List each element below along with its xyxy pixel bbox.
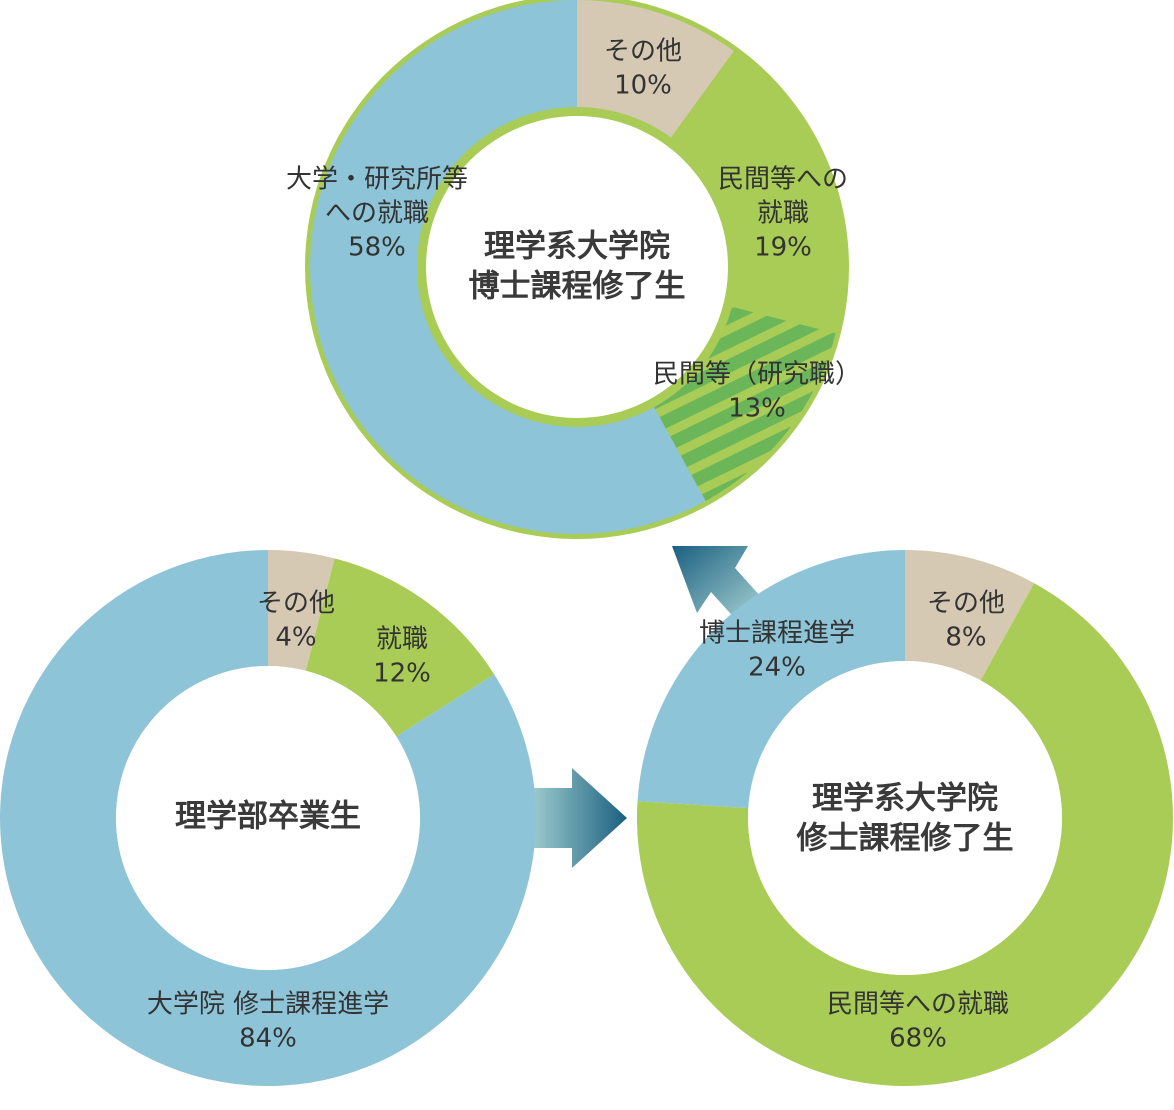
slice-label: その他: [257, 589, 335, 619]
slice-label: 8%: [945, 623, 986, 653]
arrow-up-left-icon: [672, 546, 762, 622]
slice-1: [905, 550, 1035, 681]
slice-label: 民間等（研究職）: [653, 360, 861, 390]
donut-hole: [116, 666, 420, 970]
donut-chart-2: 理学部卒業生 その他 4% 就職 12% 大学院 修士課程進学 84%: [0, 550, 536, 1086]
center-title: 理学系大学院: [812, 781, 998, 817]
center-title: 修士課程修了生: [796, 821, 1014, 857]
slice-label: 68%: [889, 1024, 947, 1054]
slice-label: 19%: [754, 233, 812, 263]
slice-3-hatched: [654, 306, 836, 501]
slice-label: 84%: [239, 1024, 297, 1054]
center-title: 理学部卒業生: [175, 799, 361, 835]
slice-label: 12%: [373, 659, 431, 689]
slice-1: [268, 550, 335, 671]
slice-1: [577, 0, 734, 138]
slice-label: 13%: [728, 394, 786, 424]
slice-label: 大学・研究所等: [286, 165, 468, 195]
slice-2: [671, 50, 844, 334]
slice-label: 大学院 修士課程進学: [147, 990, 389, 1020]
slice-label: 民間等への: [718, 165, 848, 195]
slice-label: 10%: [614, 71, 672, 101]
slice-2: [636, 583, 1174, 1086]
donut-hole: [748, 661, 1062, 975]
slice-label: その他: [927, 589, 1005, 619]
slice-label: 博士課程進学: [699, 619, 855, 649]
center-title: 理学系大学院: [484, 229, 670, 265]
slice-label: 24%: [748, 653, 806, 683]
slice-label: への就職: [325, 199, 429, 229]
slice-label: その他: [604, 37, 682, 67]
slice-label: 就職: [757, 199, 809, 229]
slice-label: 民間等への就職: [827, 990, 1009, 1020]
slice-3: [637, 550, 905, 809]
slice-label: 58%: [348, 233, 406, 263]
slice-2: [305, 558, 495, 737]
center-title: 博士課程修了生: [469, 269, 686, 305]
slice-3: [0, 550, 536, 1086]
slice-label: 4%: [275, 623, 316, 653]
arrow-right-icon: [524, 768, 627, 868]
slice-4: [310, 0, 706, 534]
slice-label: 就職: [376, 625, 428, 655]
donut-hole: [426, 116, 728, 418]
